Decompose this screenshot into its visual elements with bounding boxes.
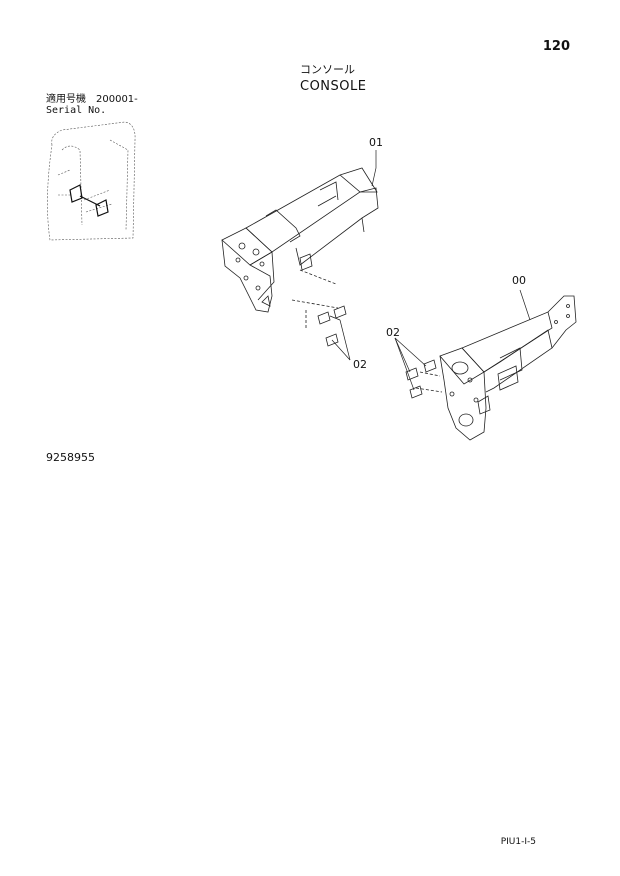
callout-part-02-upper: 02 [386, 326, 400, 339]
locator-thumbnail [47, 121, 136, 241]
serial-range: 200001- [96, 94, 138, 105]
drawing-number: 9258955 [46, 451, 95, 464]
bolt-group-upper [305, 305, 347, 347]
bolt-group-lower [405, 359, 437, 399]
page-number: 120 [542, 39, 570, 54]
locator-console-highlight [69, 184, 109, 217]
serial-label: Serial No. [46, 105, 107, 116]
page-title: CONSOLE [300, 79, 367, 94]
console-frame-00 [415, 295, 577, 441]
footer-page-code: PIU1-I-5 [500, 837, 536, 847]
leader-lines [331, 150, 531, 391]
serial-label-japanese: 適用号機 200001- [46, 95, 138, 105]
serial-label-jp-text: 適用号機 [46, 94, 86, 105]
page-title-japanese: コンソール [300, 63, 355, 76]
callout-part-00: 00 [512, 274, 526, 287]
callout-part-01: 01 [369, 136, 383, 149]
console-frame-01 [221, 167, 379, 313]
callout-part-02-lower: 02 [353, 358, 367, 371]
